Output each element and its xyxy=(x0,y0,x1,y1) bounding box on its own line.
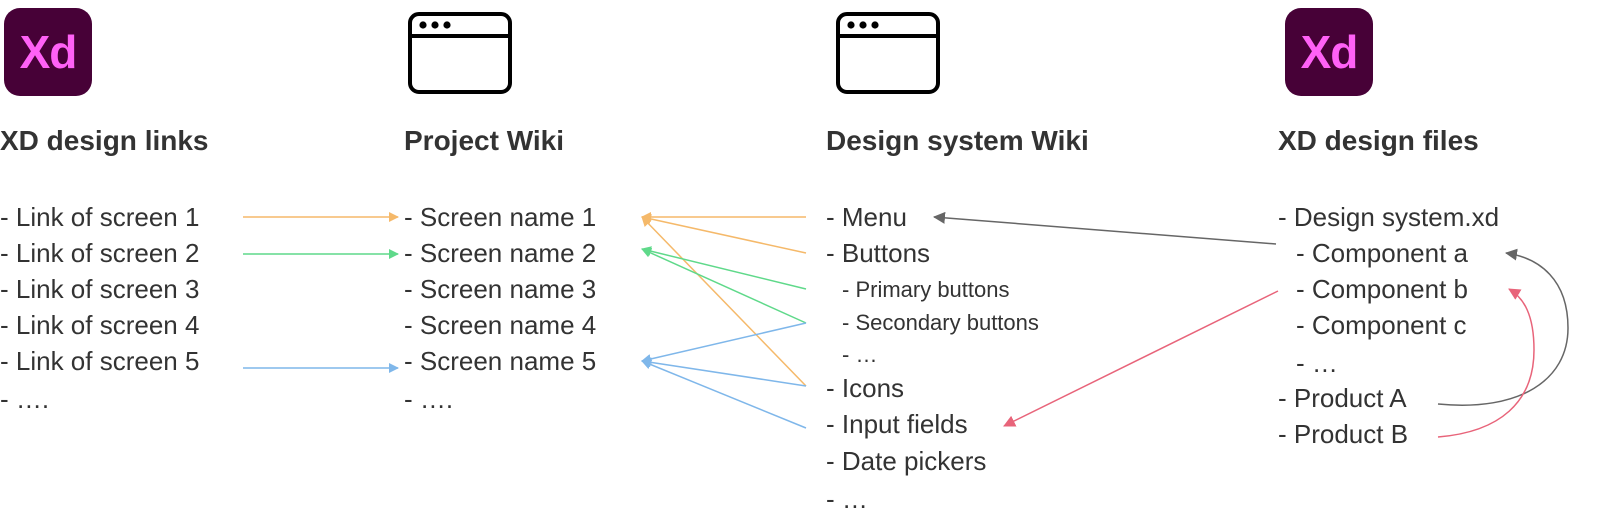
link-item-4: - Link of screen 4 xyxy=(0,310,200,340)
screen-name-4: - Screen name 4 xyxy=(404,310,597,340)
arrow-buttons-screen1 xyxy=(641,214,807,254)
ds-item-more: - … xyxy=(826,484,868,514)
screen-name-1: - Screen name 1 xyxy=(404,202,597,232)
ds-item-input-fields: - Input fields xyxy=(826,409,968,439)
link-item-3: - Link of screen 3 xyxy=(0,274,200,304)
file-product-a: - Product A xyxy=(1278,383,1407,413)
screen-name-more: - …. xyxy=(404,384,454,414)
arrow-productb-componentb xyxy=(1437,288,1535,438)
xd-design-links-heading: XD design links xyxy=(0,125,209,156)
file-component-b: - Component b xyxy=(1296,274,1468,304)
file-component-a: - Component a xyxy=(1296,238,1468,268)
file-product-b: - Product B xyxy=(1278,419,1409,449)
project-wiki-heading: Project Wiki xyxy=(404,125,565,156)
link-item-1: - Link of screen 1 xyxy=(0,202,200,232)
arrow-primary-screen2 xyxy=(641,246,807,290)
link-item-5: - Link of screen 5 xyxy=(0,346,200,376)
arrow-producta-componenta xyxy=(1437,248,1569,406)
arrow-icons-screen5 xyxy=(641,357,807,387)
file-components-more: - … xyxy=(1296,348,1338,378)
arrow-input-screen5 xyxy=(641,359,807,429)
arrow-icons-screen1 xyxy=(641,216,807,387)
ds-item-secondary-buttons: - Secondary buttons xyxy=(842,310,1039,335)
screen-name-5: - Screen name 5 xyxy=(404,346,597,376)
xd-design-files-heading: XD design files xyxy=(1278,125,1479,156)
arrow-secondary-screen2 xyxy=(641,248,807,324)
link-item-more: - …. xyxy=(0,384,50,414)
ds-item-buttons-more: - … xyxy=(842,342,878,367)
browser-window-icon xyxy=(408,12,512,94)
arrow-componenta-menu xyxy=(933,211,1277,245)
ds-item-date-pickers: - Date pickers xyxy=(826,446,987,476)
arrow-componentb-input xyxy=(1003,290,1279,427)
link-item-2: - Link of screen 2 xyxy=(0,238,200,268)
ds-item-buttons: - Buttons xyxy=(826,238,931,268)
file-component-c: - Component c xyxy=(1296,310,1467,340)
screen-name-3: - Screen name 3 xyxy=(404,274,597,304)
browser-window-icon xyxy=(836,12,940,94)
xd-logo-icon: Xd xyxy=(4,8,92,96)
file-design-system: - Design system.xd xyxy=(1278,202,1500,232)
design-system-wiki-heading: Design system Wiki xyxy=(826,125,1089,156)
xd-logo-icon: Xd xyxy=(1285,8,1373,96)
screen-name-2: - Screen name 2 xyxy=(404,238,597,268)
ds-item-icons: - Icons xyxy=(826,373,905,403)
ds-item-primary-buttons: - Primary buttons xyxy=(842,277,1010,302)
arrow-secondary-screen5 xyxy=(641,322,807,364)
ds-item-menu: - Menu xyxy=(826,202,907,232)
